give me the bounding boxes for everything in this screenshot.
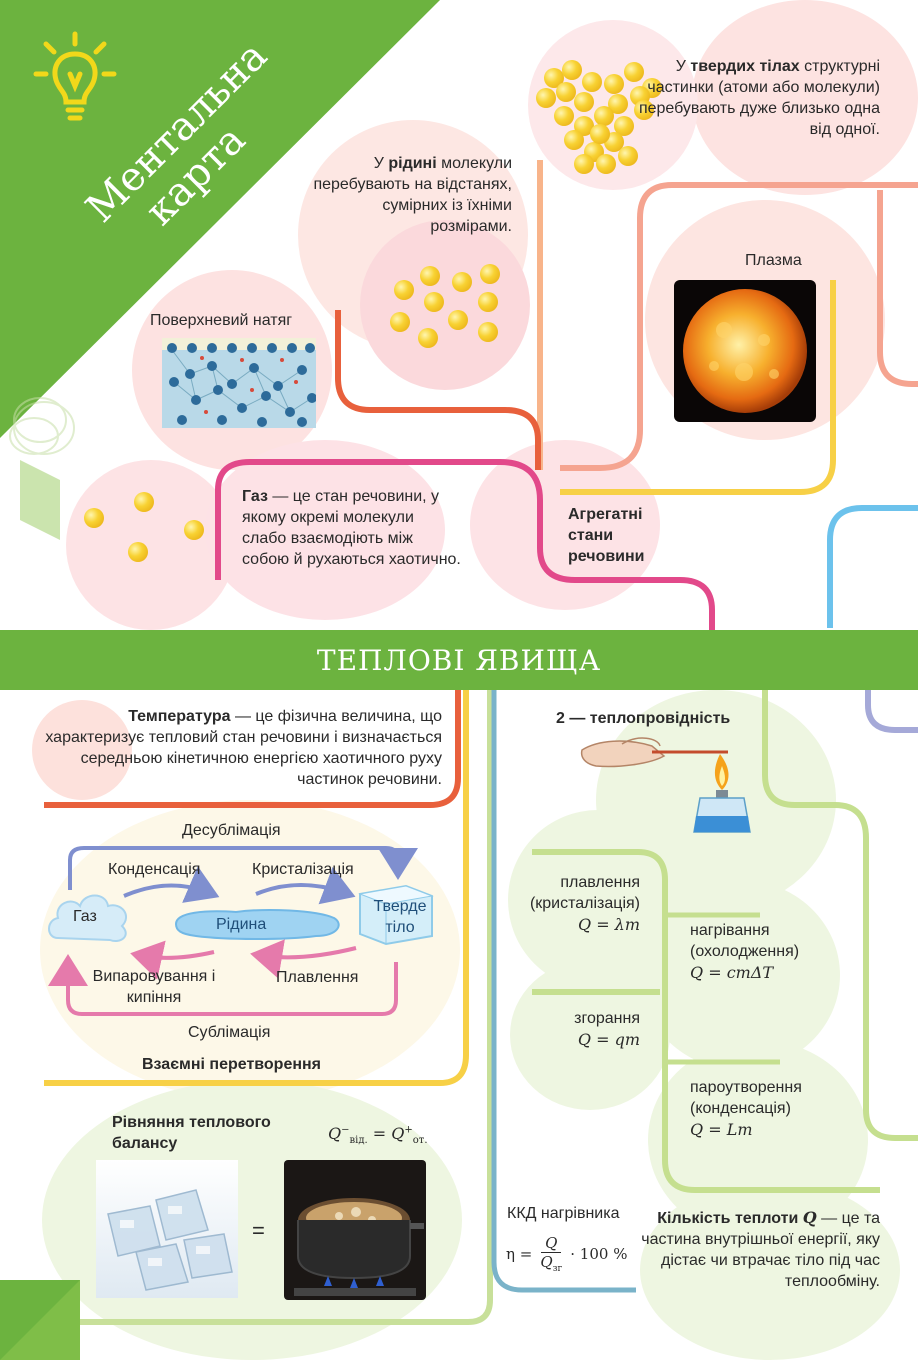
combustion-process-label: згорання bbox=[574, 1010, 640, 1027]
transitions-caption: Взаємні перетворення bbox=[142, 1056, 322, 1073]
heat-balance-title: Рівняння теплового балансу bbox=[112, 1114, 271, 1152]
vaporization-process: пароутворення (конденсація) Q = Lm bbox=[690, 1077, 840, 1140]
combustion-formula: Q = qm bbox=[577, 1030, 640, 1049]
section-title: ТЕПЛОВІ ЯВИЩА bbox=[316, 643, 602, 677]
lightbulb-icon bbox=[33, 31, 117, 121]
melting-process-label: плавлення (кристалізація) bbox=[529, 874, 640, 912]
vaporization-process-label: пароутворення (конденсація) bbox=[690, 1079, 802, 1117]
section-banner: ТЕПЛОВІ ЯВИЩА bbox=[0, 630, 918, 690]
evaporation-label: Випаровування і кипіння bbox=[92, 968, 216, 1006]
heating-process-label: нагрівання (охолодження) bbox=[690, 922, 800, 960]
solid-description: У твердих тілах структурні частинки (ато… bbox=[638, 58, 880, 138]
bg-circle bbox=[640, 880, 840, 1070]
eta-symbol: η = bbox=[506, 1245, 533, 1263]
melting-formula: Q = λm bbox=[577, 915, 640, 934]
ice-cubes-image bbox=[96, 1160, 238, 1298]
efficiency-fraction: Q Qзг bbox=[538, 1234, 564, 1274]
bg-circle bbox=[692, 0, 918, 195]
surface-tension-label: Поверхневий натяг bbox=[150, 312, 293, 329]
efficiency-label: ККД нагрівника bbox=[507, 1205, 620, 1222]
liquid-particles bbox=[388, 262, 508, 352]
combustion-process: згорання Q = qm bbox=[520, 1008, 640, 1050]
heat-balance-formula: Q−від. = Q+от. bbox=[328, 1124, 428, 1147]
heating-formula: Q = cmΔT bbox=[690, 963, 774, 982]
efficiency-denominator: Qзг bbox=[540, 1253, 563, 1274]
gas-cloud-icon bbox=[48, 894, 127, 942]
liquid-description: У рідині молекули перебувають на відстан… bbox=[313, 155, 512, 235]
condensation-label: Конденсація bbox=[108, 861, 201, 878]
sublimation-label: Сублімація bbox=[188, 1024, 271, 1041]
conductivity-illustration bbox=[580, 737, 751, 833]
transition-solid-label: Тверде тіло bbox=[373, 898, 427, 936]
heat-quantity-definition: Кількість теплоти Q — це та частина внут… bbox=[641, 1208, 880, 1290]
boiling-pot-image bbox=[284, 1160, 426, 1300]
gas-particles bbox=[84, 492, 214, 572]
melting-process: плавлення (кристалізація) Q = λm bbox=[500, 872, 640, 935]
melting-transition-label: Плавлення bbox=[276, 969, 359, 986]
aggregate-states-label: Агрегатні стани речовини bbox=[568, 506, 645, 565]
surface-tension-image bbox=[162, 338, 316, 428]
efficiency-numerator: Q bbox=[541, 1234, 562, 1253]
vaporization-formula: Q = Lm bbox=[690, 1120, 753, 1139]
ice-cube-icon bbox=[358, 884, 434, 946]
temperature-definition: Температура — це фізична величина, що ха… bbox=[45, 708, 442, 788]
efficiency-formula: η = Q Qзг · 100 % bbox=[506, 1228, 627, 1280]
bg-circle bbox=[640, 1180, 900, 1360]
bg-circle bbox=[32, 700, 132, 800]
efficiency-tail: · 100 % bbox=[570, 1245, 628, 1263]
desublimation-label: Десублімація bbox=[182, 822, 281, 839]
gas-description: Газ — це стан речовини, у якому окремі м… bbox=[242, 488, 461, 568]
plasma-label: Плазма bbox=[745, 252, 802, 269]
bg-circle bbox=[205, 440, 445, 620]
bg-circle bbox=[360, 220, 530, 390]
plasma-image bbox=[674, 280, 816, 422]
heating-process: нагрівання (охолодження) Q = cmΔT bbox=[690, 920, 830, 983]
balance-equals-sign: = bbox=[252, 1218, 265, 1243]
crystallization-label: Кристалізація bbox=[252, 861, 354, 878]
transition-gas-label: Газ bbox=[73, 908, 97, 925]
liquid-puddle-icon bbox=[174, 909, 340, 940]
transition-liquid-label: Рідина bbox=[216, 916, 267, 933]
conductivity-label: 2 — теплопровідність bbox=[556, 710, 731, 727]
solid-particles bbox=[534, 58, 664, 178]
